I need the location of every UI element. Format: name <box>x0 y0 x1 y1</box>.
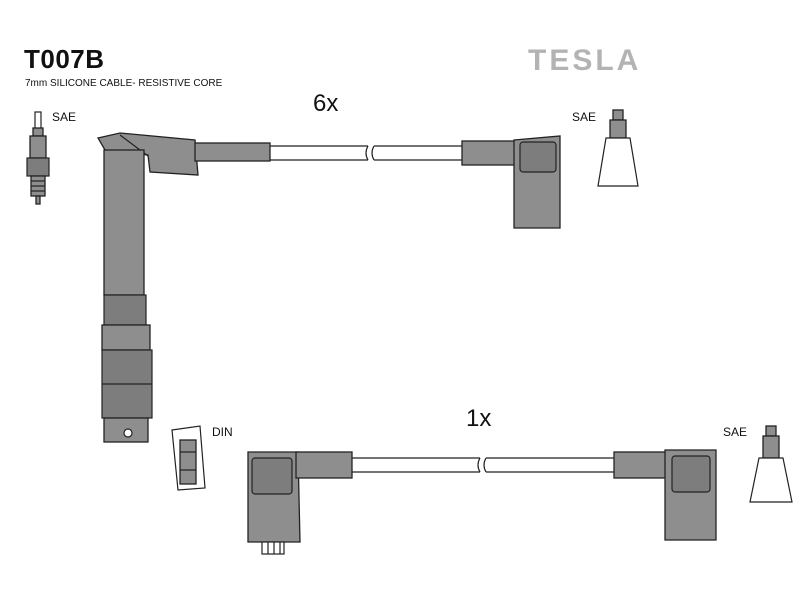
angled-boot-bottom-right <box>613 449 717 541</box>
quantity-bottom-lead: 1x <box>466 405 492 432</box>
quantity-top-lead: 6x <box>313 90 339 117</box>
product-description: 7mm SILICONE CABLE- RESISTIVE CORE <box>25 78 223 89</box>
angled-boot-top-right <box>461 135 561 229</box>
label-sae-bottom-right: SAE <box>723 425 748 439</box>
sae-terminal-icon <box>597 109 639 187</box>
label-din: DIN <box>212 425 233 439</box>
din-terminal-icon <box>171 425 206 491</box>
part-code: T007B <box>24 44 105 74</box>
coil-boot-long <box>96 132 271 443</box>
label-sae-spark-plug: SAE <box>52 110 77 124</box>
spark-plug-icon <box>26 111 50 205</box>
sae-terminal-icon <box>749 425 793 503</box>
angled-boot-bottom-left <box>247 451 353 555</box>
bottom-cable <box>352 457 614 473</box>
brand-logo: TESLA <box>528 44 642 77</box>
label-sae-top-right: SAE <box>572 110 597 124</box>
top-cable <box>270 145 462 161</box>
